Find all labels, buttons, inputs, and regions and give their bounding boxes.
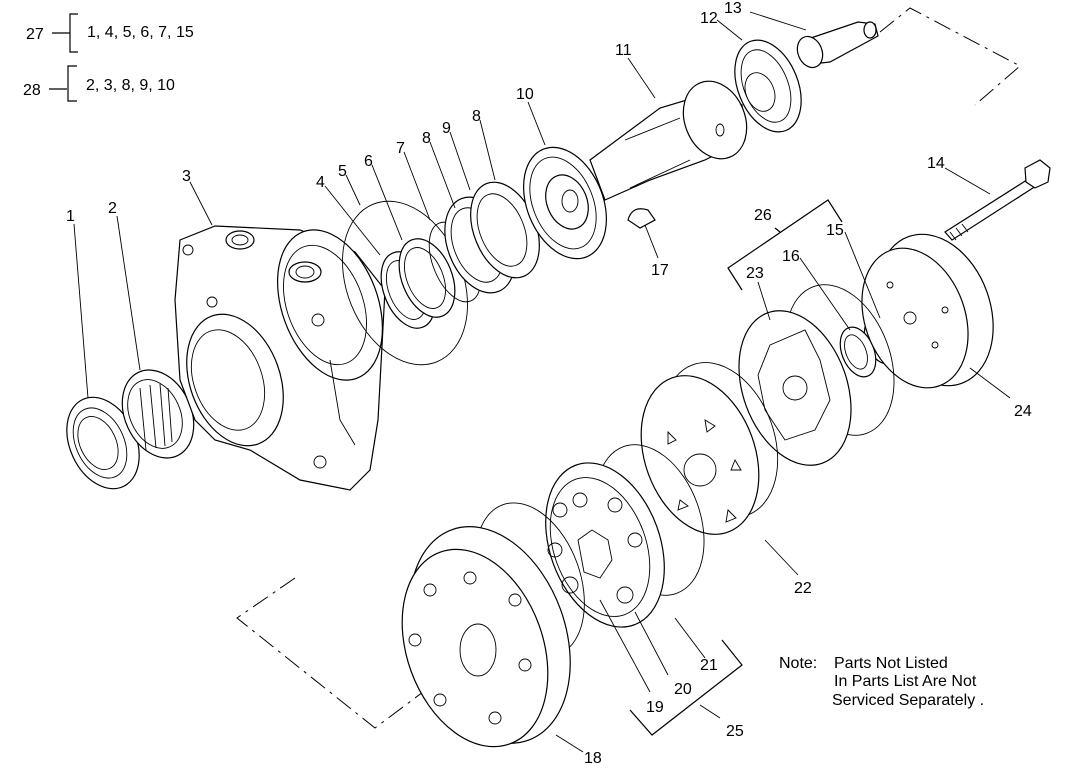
callout-17: 17 bbox=[651, 262, 669, 279]
callout-14: 14 bbox=[927, 155, 945, 172]
part-18-manifold bbox=[401, 526, 571, 748]
callout-20: 20 bbox=[674, 681, 692, 698]
note-prefix: Note: bbox=[779, 655, 817, 672]
part-12-thrust-washer bbox=[734, 39, 802, 133]
group-27-number: 27 bbox=[26, 26, 44, 43]
callout-21: 21 bbox=[700, 657, 718, 674]
part-17-key bbox=[627, 208, 656, 229]
leader-lines bbox=[73, 11, 1011, 753]
group-27-items: 1, 4, 5, 6, 7, 15 bbox=[87, 24, 194, 41]
assembly-centerlines bbox=[236, 7, 1021, 729]
callout-15: 15 bbox=[826, 222, 844, 239]
callout-8a: 8 bbox=[422, 130, 431, 147]
callout-18: 18 bbox=[584, 750, 602, 767]
note-line-1: Parts Not Listed bbox=[834, 655, 948, 672]
callout-11: 11 bbox=[615, 42, 632, 59]
callout-9: 9 bbox=[442, 120, 451, 137]
callout-22: 22 bbox=[794, 580, 812, 597]
part-20-valve bbox=[545, 462, 665, 628]
part-13-drive-link bbox=[796, 21, 879, 69]
part-11-shaft bbox=[589, 80, 748, 201]
part-14-bolt bbox=[944, 159, 1051, 241]
callout-5: 5 bbox=[338, 163, 347, 180]
callout-19: 19 bbox=[646, 699, 664, 716]
part-24-end-cover bbox=[861, 233, 994, 389]
callout-16: 16 bbox=[782, 248, 800, 265]
group-bracket-25 bbox=[629, 639, 743, 736]
group-28-number: 28 bbox=[23, 82, 41, 99]
callout-23: 23 bbox=[746, 265, 764, 282]
service-note: Note: Parts Not Listed In Parts List Are… bbox=[779, 655, 984, 709]
part-6-seal bbox=[398, 238, 456, 318]
group-28-items: 2, 3, 8, 9, 10 bbox=[86, 77, 175, 94]
callout-26: 26 bbox=[754, 207, 772, 224]
callout-6: 6 bbox=[364, 153, 373, 170]
part-22-valve-plate bbox=[640, 362, 779, 535]
callout-8b: 8 bbox=[472, 108, 481, 125]
callout-12: 12 bbox=[700, 10, 718, 27]
callout-1: 1 bbox=[66, 208, 75, 225]
part-9-bearing bbox=[470, 181, 540, 279]
group-bracket-26 bbox=[727, 199, 843, 291]
callout-24: 24 bbox=[1014, 403, 1032, 420]
callout-2: 2 bbox=[108, 200, 117, 217]
part-26-gerotor bbox=[738, 310, 852, 466]
callout-13: 13 bbox=[724, 0, 742, 17]
group-legend-27: 27 1, 4, 5, 6, 7, 15 bbox=[26, 13, 194, 53]
callout-labels: 1 2 3 4 5 6 7 8 9 8 10 11 12 13 14 15 16… bbox=[66, 0, 1032, 767]
note-line-2: In Parts List Are Not bbox=[834, 673, 977, 690]
part-10-thrust-bearing bbox=[523, 146, 607, 260]
group-legend-28: 28 2, 3, 8, 9, 10 bbox=[23, 65, 175, 102]
callout-25: 25 bbox=[726, 723, 744, 740]
callout-7: 7 bbox=[396, 140, 405, 157]
part-2-bearing bbox=[121, 369, 195, 459]
callout-3: 3 bbox=[182, 168, 191, 185]
part-3-housing bbox=[174, 225, 386, 491]
callout-4: 4 bbox=[316, 174, 325, 191]
callout-10: 10 bbox=[516, 86, 534, 103]
note-line-3: Serviced Separately . bbox=[832, 692, 984, 709]
